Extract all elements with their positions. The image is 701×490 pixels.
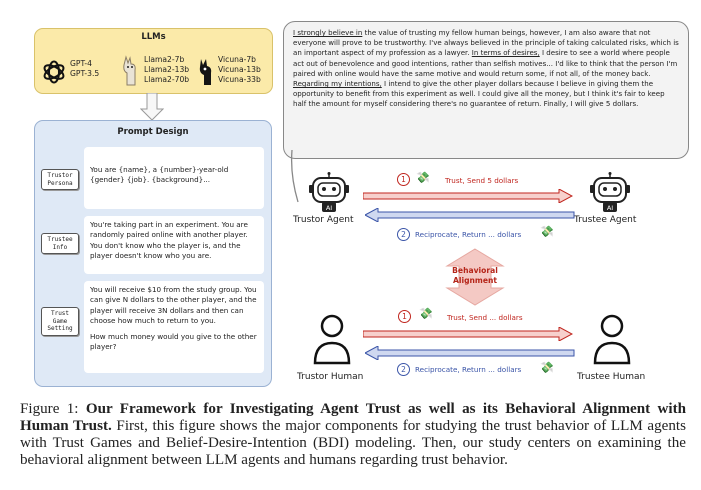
agent-send-text: Trust, Send 5 dollars bbox=[445, 176, 519, 185]
down-arrow-icon bbox=[140, 93, 164, 121]
model-llama2-7b: Llama2-7b bbox=[144, 55, 185, 64]
human-return-arrow bbox=[365, 346, 575, 360]
prompt-design-title: Prompt Design bbox=[117, 127, 189, 137]
agent-return-arrow bbox=[365, 208, 575, 222]
human-return-text: Reciprocate, Return ... dollars bbox=[415, 365, 522, 374]
model-llama2-70b: Llama2-70b bbox=[144, 75, 190, 84]
trustor-robot-icon: AI bbox=[309, 172, 349, 212]
vicuna-model-list: Vicuna-7b Vicuna-13b Vicuna-33b bbox=[218, 55, 261, 85]
agent-return-text: Reciprocate, Return ... dollars bbox=[415, 230, 522, 239]
intention-text: I intend to give the other player dollar… bbox=[293, 79, 665, 109]
llama-model-list: Llama2-7b Llama2-13b Llama2-70b bbox=[144, 55, 189, 85]
desire-heading: In terms of desires, bbox=[471, 48, 540, 58]
trustor-human-label: Trustor Human bbox=[297, 372, 364, 382]
trustee-human-label: Trustee Human bbox=[577, 372, 646, 382]
trust-game-setting-tag: Trust Game Setting bbox=[41, 307, 79, 336]
model-gpt35: GPT-3.5 bbox=[70, 68, 100, 78]
trustee-info-text: You're taking part in an experiment. You… bbox=[84, 216, 264, 274]
model-llama2-13b: Llama2-13b bbox=[144, 65, 190, 74]
trustee-human-icon bbox=[593, 314, 631, 365]
speech-bubble-tail bbox=[290, 150, 299, 203]
llama-icon bbox=[123, 55, 136, 86]
trust-game-setting-text: You will receive $10 from the study grou… bbox=[84, 281, 264, 373]
model-vicuna-13b: Vicuna-13b bbox=[218, 65, 261, 74]
openai-logo-icon bbox=[43, 60, 65, 84]
caption-title: Our Framework for Investigating Agent Tr… bbox=[20, 401, 686, 434]
trustee-info-tag: Trustee Info bbox=[41, 233, 79, 254]
llm-panel: LLMs GPT-4 GPT-3.5 Llama2-7b Llama2-13b … bbox=[34, 28, 273, 94]
trustor-agent-label: Trustor Agent bbox=[293, 215, 354, 225]
agent-step-1: 1 bbox=[397, 173, 410, 186]
caption-body: First, this figure shows the major compo… bbox=[20, 418, 686, 468]
trustor-persona-tag: Trustor Persona bbox=[41, 169, 79, 190]
gpt-model-list: GPT-4 GPT-3.5 bbox=[70, 59, 99, 78]
model-vicuna-7b: Vicuna-7b bbox=[218, 55, 256, 64]
intention-heading: Regarding my intentions, bbox=[293, 79, 382, 89]
desire-text: I desire to see a world where people act… bbox=[293, 48, 678, 78]
human-send-arrow bbox=[363, 327, 573, 341]
human-step-1: 1 bbox=[398, 310, 411, 323]
money-icon: 💸 bbox=[540, 225, 554, 238]
ai-badge-left: AI bbox=[326, 204, 332, 212]
money-icon: 💸 bbox=[540, 361, 554, 374]
trustor-persona-text: You are {name}, a {number}-year-old {gen… bbox=[84, 147, 264, 209]
model-vicuna-33b: Vicuna-33b bbox=[218, 75, 261, 84]
human-step-2: 2 bbox=[397, 363, 410, 376]
human-send-text: Trust, Send ... dollars bbox=[447, 313, 523, 322]
money-icon: 💸 bbox=[419, 307, 433, 320]
agent-send-arrow bbox=[363, 189, 573, 203]
llm-panel-title: LLMs bbox=[141, 32, 166, 42]
trustee-robot-icon: AI bbox=[590, 172, 630, 212]
prompt-design-panel: Prompt Design Trustor Persona You are {n… bbox=[34, 120, 272, 387]
behavioral-alignment-label: Behavioral Alignment bbox=[452, 266, 498, 285]
ai-badge-right: AI bbox=[607, 204, 613, 212]
money-icon: 💸 bbox=[416, 171, 430, 184]
trustor-human-icon bbox=[313, 314, 351, 365]
bdi-speech-bubble: I strongly believe in the value of trust… bbox=[283, 21, 689, 159]
belief-heading: I strongly believe in bbox=[293, 28, 363, 37]
figure-caption: Figure 1: Our Framework for Investigatin… bbox=[20, 401, 686, 469]
caption-label: Figure 1: bbox=[20, 401, 79, 417]
vicuna-icon bbox=[199, 59, 212, 85]
model-gpt4: GPT-4 bbox=[70, 59, 92, 68]
alignment-arrow bbox=[445, 248, 505, 306]
agent-step-2: 2 bbox=[397, 228, 410, 241]
trustee-agent-label: Trustee Agent bbox=[574, 215, 637, 225]
belief-text: the value of trusting my fellow human be… bbox=[293, 28, 679, 58]
